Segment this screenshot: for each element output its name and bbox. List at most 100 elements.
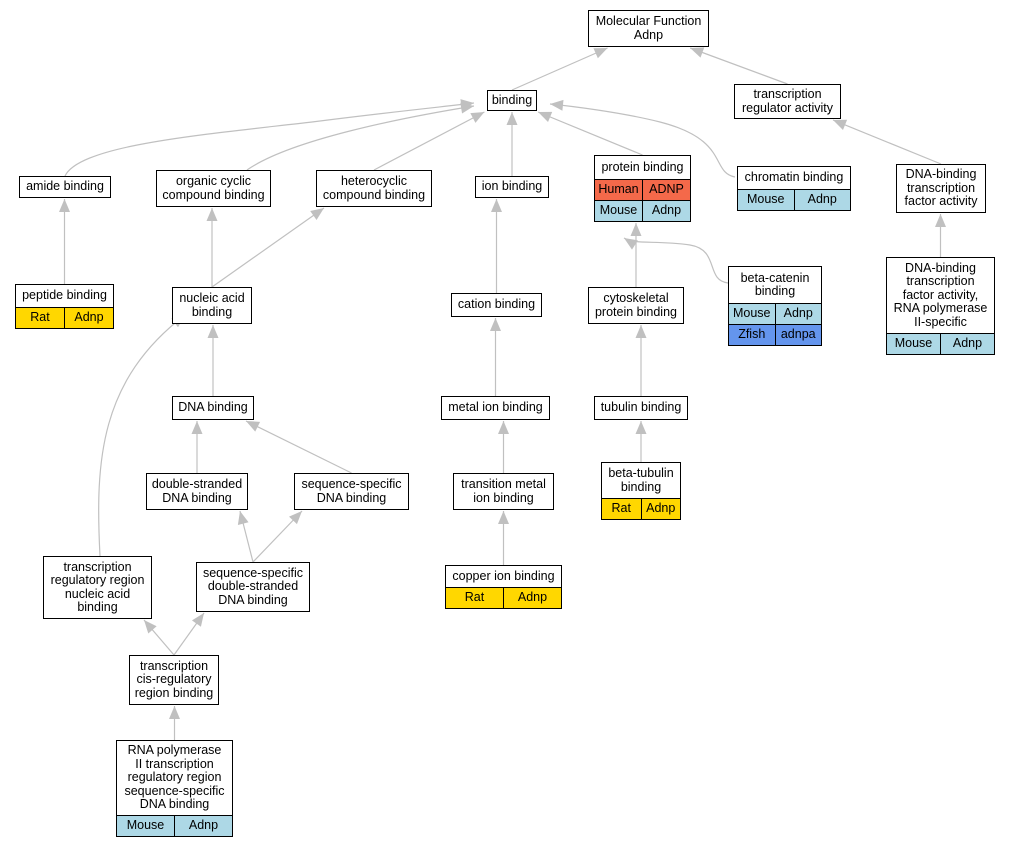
edge-protein-to-binding bbox=[537, 111, 643, 156]
species-row: Mouse Adnp bbox=[595, 200, 690, 221]
gene-cell: Adnp bbox=[793, 190, 851, 210]
edge-betatub-to-tubulin-arrowhead bbox=[635, 421, 647, 434]
species-row: Mouse Adnp bbox=[738, 189, 850, 210]
edge-tra-to-mf-arrowhead bbox=[690, 47, 705, 58]
node-label: amide binding bbox=[26, 179, 104, 194]
edge-ss-to-dna-arrowhead bbox=[246, 421, 261, 432]
species-cell: Zfish bbox=[738, 327, 766, 342]
edge-hetero-to-binding bbox=[373, 111, 485, 171]
node-label: tubulin binding bbox=[600, 400, 682, 415]
node-trrna[interactable]: transcription regulatory region nucleic … bbox=[43, 556, 152, 619]
species-cell: Human bbox=[598, 182, 639, 197]
species-cell: Mouse bbox=[126, 818, 165, 833]
node-binding[interactable]: binding bbox=[487, 90, 537, 111]
edge-ssds-to-ds-arrowhead bbox=[237, 511, 249, 525]
node-label: Molecular Function Adnp bbox=[595, 14, 702, 42]
species-cell: Rat bbox=[611, 501, 631, 516]
node-label: chromatin binding bbox=[744, 170, 844, 185]
node-mf[interactable]: Molecular Function Adnp bbox=[588, 10, 709, 47]
node-ss[interactable]: sequence-specific DNA binding bbox=[294, 473, 409, 510]
node-hetero[interactable]: heterocyclic compound binding bbox=[316, 170, 432, 207]
edge-tra-to-mf bbox=[689, 47, 788, 85]
node-label: nucleic acid binding bbox=[179, 291, 245, 319]
node-metal[interactable]: metal ion binding bbox=[441, 396, 550, 420]
edge-ss-to-dna bbox=[245, 420, 352, 474]
node-label: DNA-binding transcription factor activit… bbox=[904, 167, 978, 209]
node-ds[interactable]: double-stranded DNA binding bbox=[146, 473, 248, 510]
node-dbtfarp[interactable]: DNA-binding transcription factor activit… bbox=[886, 257, 995, 355]
edge-nucleic-to-hetero-arrowhead bbox=[310, 208, 324, 220]
edge-cation-to-ion-arrowhead bbox=[491, 199, 502, 212]
edge-tm-to-metal-arrowhead bbox=[498, 421, 509, 434]
edge-amide-to-binding bbox=[64, 102, 475, 177]
node-label: cytoskeletal protein binding bbox=[594, 291, 677, 319]
node-label: beta-catenin binding bbox=[740, 270, 810, 298]
edge-copper-to-tm-arrowhead bbox=[498, 511, 509, 524]
node-label: transition metal ion binding bbox=[461, 477, 546, 505]
node-ion[interactable]: ion binding bbox=[475, 176, 549, 198]
node-label: peptide binding bbox=[22, 288, 107, 303]
node-amide[interactable]: amide binding bbox=[19, 176, 111, 198]
edge-nucleic-to-hetero bbox=[211, 207, 325, 288]
edge-metal-to-cation-arrowhead bbox=[490, 318, 501, 331]
node-label: binding bbox=[491, 92, 533, 107]
node-tm[interactable]: transition metal ion binding bbox=[453, 473, 554, 510]
node-label: metal ion binding bbox=[448, 400, 543, 415]
node-cytoskel[interactable]: cytoskeletal protein binding bbox=[588, 287, 684, 324]
edge-rnap-to-tcis-arrowhead bbox=[169, 706, 180, 719]
edge-organic-to-binding-arrowhead bbox=[460, 102, 474, 114]
edge-hetero-to-binding-arrowhead bbox=[470, 112, 485, 123]
gene-cell: Adnp bbox=[642, 201, 690, 221]
gene-cell: Adnp bbox=[503, 588, 561, 608]
species-cell: Mouse bbox=[599, 203, 638, 218]
node-label: transcription regulator activity bbox=[741, 87, 833, 115]
node-label: cation binding bbox=[457, 297, 536, 312]
species-cell: Mouse bbox=[894, 336, 933, 351]
edge-tubulin-to-cytoskel-arrowhead bbox=[635, 325, 647, 338]
node-rnap[interactable]: RNA polymerase II transcription regulato… bbox=[116, 740, 233, 837]
species-cell: Rat bbox=[30, 310, 50, 325]
edge-nucleic-to-organic-arrowhead bbox=[206, 208, 218, 221]
node-cation[interactable]: cation binding bbox=[451, 293, 542, 317]
node-label: sequence-specific DNA binding bbox=[301, 477, 402, 505]
edge-organic-to-binding bbox=[246, 105, 475, 171]
node-label: DNA binding bbox=[178, 400, 248, 415]
gene-cell: Adnp bbox=[774, 304, 822, 324]
edge-betacat-to-protein-arrowhead bbox=[624, 238, 638, 250]
edge-dbtfa-to-tra-arrowhead bbox=[833, 119, 848, 130]
node-dna[interactable]: DNA binding bbox=[172, 396, 254, 420]
node-tubulin[interactable]: tubulin binding bbox=[594, 396, 688, 420]
edge-cytoskel-to-protein-arrowhead bbox=[630, 223, 642, 236]
species-row: Rat Adnp bbox=[446, 587, 561, 608]
species-row: Zfish adnpa bbox=[729, 324, 821, 345]
node-ssds[interactable]: sequence-specific double-stranded DNA bi… bbox=[196, 562, 310, 612]
node-tra[interactable]: transcription regulator activity bbox=[734, 84, 841, 119]
node-organic[interactable]: organic cyclic compound binding bbox=[156, 170, 271, 207]
node-label: sequence-specific double-stranded DNA bi… bbox=[202, 565, 304, 607]
node-label: copper ion binding bbox=[452, 568, 555, 583]
edge-chromatin-to-binding-arrowhead bbox=[550, 99, 564, 111]
gene-cell: adnpa bbox=[774, 325, 822, 345]
node-nucleic[interactable]: nucleic acid binding bbox=[172, 287, 252, 324]
node-label: transcription regulatory region nucleic … bbox=[50, 559, 145, 614]
node-label: heterocyclic compound binding bbox=[322, 174, 426, 202]
species-cell: Rat bbox=[464, 590, 485, 605]
species-cell: Mouse bbox=[746, 192, 785, 207]
node-tcis[interactable]: transcription cis-regulatory region bind… bbox=[129, 655, 219, 705]
species-cell: Mouse bbox=[732, 306, 771, 321]
node-label: transcription cis-regulatory region bind… bbox=[134, 658, 214, 700]
node-label: ion binding bbox=[481, 179, 543, 194]
node-label: organic cyclic compound binding bbox=[162, 174, 265, 202]
node-dbtfa[interactable]: DNA-binding transcription factor activit… bbox=[896, 164, 986, 213]
